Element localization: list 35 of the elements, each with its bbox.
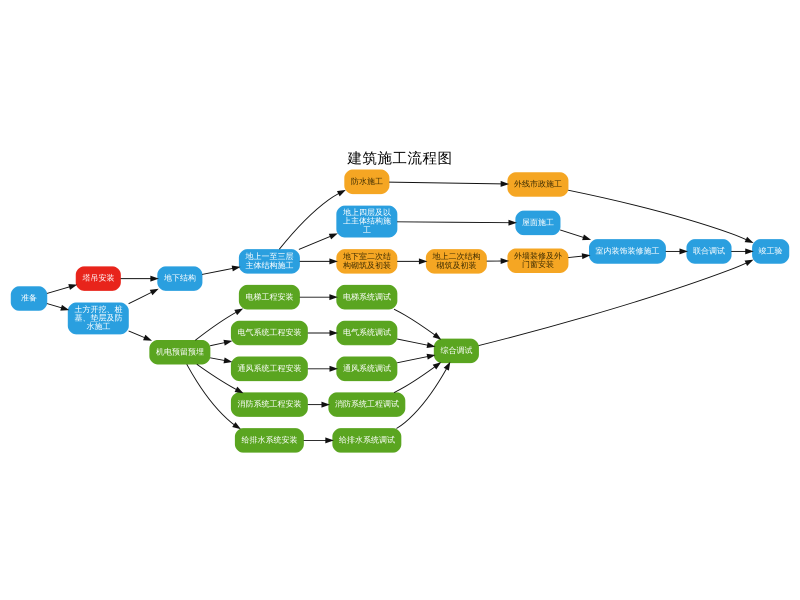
arrow (568, 252, 590, 259)
arrow (128, 288, 159, 304)
arrow (307, 401, 330, 408)
arrow (307, 330, 338, 336)
arrow (278, 189, 346, 250)
arrow (396, 338, 436, 348)
arrow (303, 436, 334, 443)
arrow (486, 258, 510, 264)
arrow (478, 259, 754, 346)
diagram-title: 建筑施工流程图 (348, 149, 452, 166)
arrow (394, 308, 442, 340)
arrow (560, 228, 592, 240)
arrow (388, 180, 510, 186)
arrow (396, 361, 450, 428)
arrow (202, 265, 241, 274)
arrow (307, 365, 338, 372)
arrow (210, 356, 232, 363)
arrow (46, 302, 70, 310)
arrow (194, 308, 244, 340)
arrow (730, 248, 754, 254)
arrow (396, 258, 428, 264)
arrow (120, 275, 159, 282)
arrow (186, 363, 241, 429)
arrow (210, 339, 232, 346)
arrow (394, 362, 442, 393)
arrow (46, 284, 78, 294)
arrow (298, 232, 338, 250)
arrow (665, 248, 688, 254)
arrow (568, 189, 754, 243)
arrow (196, 363, 244, 393)
arrow (128, 330, 152, 340)
arrow (299, 258, 338, 264)
arrow (396, 219, 517, 226)
arrow (299, 294, 338, 300)
arrow (396, 353, 436, 363)
